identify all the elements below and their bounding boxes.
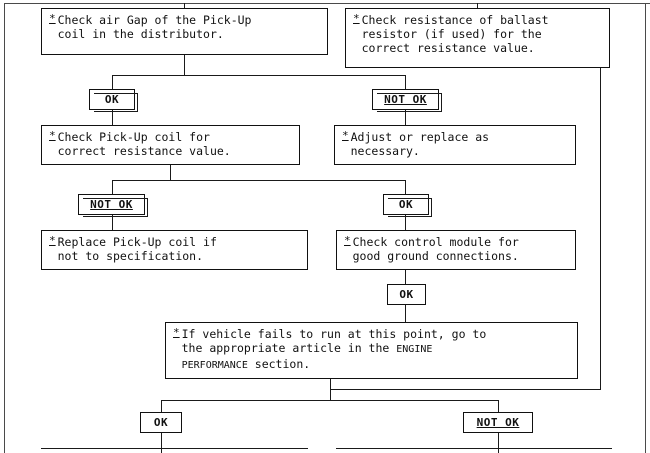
connector-module-down bbox=[405, 270, 406, 284]
connector-bypass-right-vertical bbox=[600, 68, 601, 389]
tag-notok-2: NOT OK bbox=[78, 194, 148, 217]
next-box-top-right bbox=[336, 448, 612, 449]
connector-ok4-down bbox=[161, 433, 162, 453]
node-engine-performance-note: * If vehicle fails to run at this point,… bbox=[165, 322, 582, 382]
connector-in-right bbox=[477, 3, 478, 9]
bullet-icon: * bbox=[49, 234, 56, 247]
page-frame-right bbox=[645, 3, 646, 453]
connector-bypass-right-join bbox=[330, 389, 601, 390]
bullet-icon: * bbox=[344, 234, 351, 247]
connector-ok2-down bbox=[405, 215, 406, 230]
bullet-icon: * bbox=[342, 129, 349, 142]
connector-ok1-down bbox=[112, 110, 113, 125]
connector-notok2-down bbox=[112, 215, 113, 230]
tag-ok-3: OK bbox=[387, 284, 426, 305]
connector-to-notok-2 bbox=[112, 180, 113, 194]
next-box-top-left bbox=[41, 448, 308, 449]
node-check-air-gap: * Check air Gap of the Pick-Up coil in t… bbox=[41, 8, 328, 55]
tag-ok-4: OK bbox=[140, 412, 182, 433]
connector-to-ok-2 bbox=[405, 180, 406, 194]
node-check-pickup-resistance: * Check Pick-Up coil for correct resista… bbox=[41, 125, 300, 165]
note-text: If vehicle fails to run at this point, g… bbox=[181, 327, 487, 371]
connector-pickup-down bbox=[170, 165, 171, 180]
page-frame-top bbox=[4, 3, 650, 4]
tag-notok-3: NOT OK bbox=[463, 412, 533, 433]
bullet-icon: * bbox=[49, 12, 56, 25]
connector-to-notok-1 bbox=[405, 75, 406, 89]
connector-ok3-down bbox=[405, 305, 406, 322]
node-replace-pickup-coil: * Replace Pick-Up coil if not to specifi… bbox=[41, 230, 308, 270]
connector-note-down bbox=[330, 379, 331, 400]
page-frame-left bbox=[4, 3, 5, 453]
connector-to-notok-3 bbox=[498, 400, 499, 412]
node-check-ballast-resistor: * Check resistance of ballast resistor (… bbox=[345, 8, 614, 71]
connector-to-ok-4 bbox=[161, 400, 162, 412]
connector-airgap-down bbox=[184, 55, 185, 75]
tag-notok-1: NOT OK bbox=[372, 89, 442, 112]
bullet-icon: * bbox=[353, 12, 360, 25]
connector-final-split bbox=[161, 400, 499, 401]
bullet-icon: * bbox=[173, 326, 180, 339]
connector-notok1-down bbox=[405, 110, 406, 125]
tag-ok-2: OK bbox=[383, 194, 432, 217]
bullet-icon: * bbox=[49, 129, 56, 142]
connector-pickup-split bbox=[112, 180, 406, 181]
connector-airgap-split bbox=[112, 75, 406, 76]
tag-ok-1: OK bbox=[89, 89, 138, 112]
node-check-control-module: * Check control module for good ground c… bbox=[336, 230, 576, 270]
node-adjust-or-replace: * Adjust or replace as necessary. bbox=[334, 125, 576, 165]
connector-notok3-down bbox=[498, 433, 499, 453]
connector-in-left bbox=[184, 3, 185, 9]
connector-to-ok-1 bbox=[112, 75, 113, 89]
